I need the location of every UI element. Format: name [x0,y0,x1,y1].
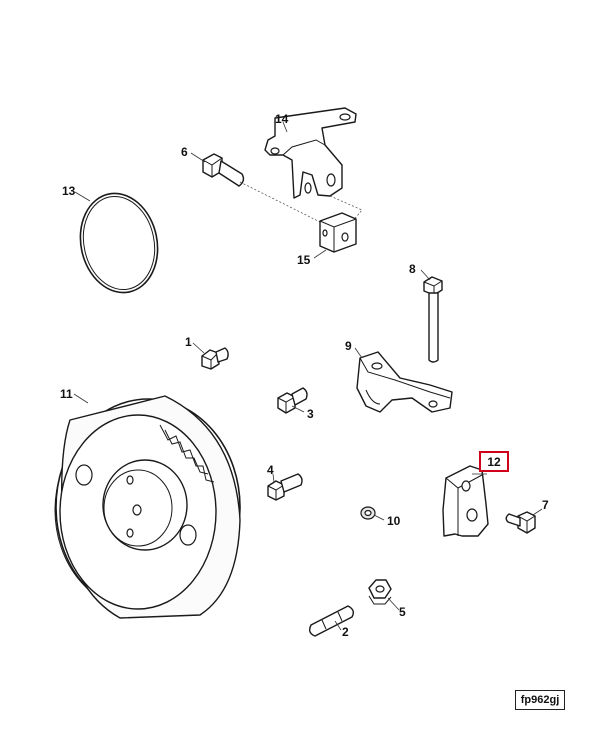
callout-8: 8 [409,262,416,276]
callout-5: 5 [399,605,406,619]
callout-labels: 14 6 13 15 8 9 1 3 11 4 7 10 5 2 [60,112,549,639]
part-8-long-bolt[interactable] [423,276,443,363]
part-9-support-bracket[interactable] [356,351,453,413]
part-15-spacer-block[interactable] [319,212,357,253]
part-5-nut[interactable] [368,579,392,605]
callout-4: 4 [267,463,274,477]
part-3-bolt[interactable] [277,387,308,414]
part-2-stud[interactable] [308,605,355,637]
callout-10: 10 [387,514,401,528]
callout-12-highlight[interactable]: 12 [479,451,509,472]
figure-id-label: fp962gj [515,690,565,710]
part-11-flywheel[interactable] [54,395,241,619]
callout-2: 2 [342,625,349,639]
callout-6: 6 [181,145,188,159]
part-13-o-ring[interactable] [71,186,166,300]
callout-13: 13 [62,184,76,198]
callout-11: 11 [60,387,73,401]
part-12-bracket[interactable] [442,465,489,537]
callout-7: 7 [542,498,549,512]
callout-3: 3 [307,407,314,421]
callout-14: 14 [275,112,289,126]
part-6-bolt[interactable] [202,153,245,187]
leader-lines [73,121,543,631]
callout-1: 1 [185,335,192,349]
part-1-bolt[interactable] [201,347,229,370]
callout-9: 9 [345,339,352,353]
part-10-washer[interactable] [360,506,376,520]
part-7-bolt[interactable] [505,511,536,534]
callout-15: 15 [297,253,311,267]
part-4-bolt[interactable] [267,473,303,501]
part-14-bracket[interactable] [264,107,357,199]
